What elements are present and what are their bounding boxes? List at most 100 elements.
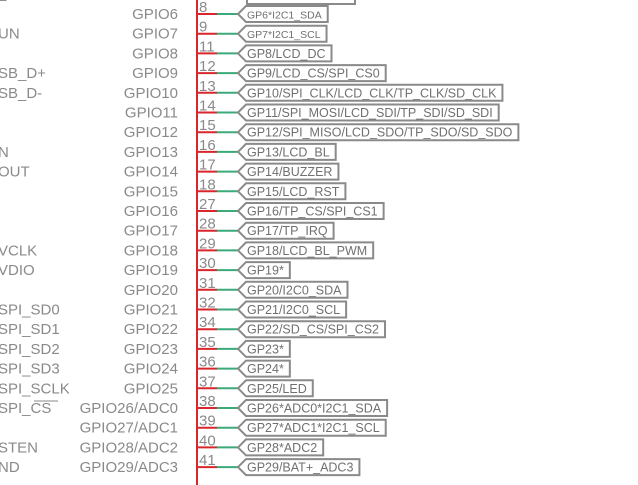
- gpio-pin-name: GPIO10: [124, 85, 178, 102]
- left-signal-label: SB_D+: [0, 65, 46, 82]
- net-label[interactable]: GP17/TP_IRQ: [247, 224, 328, 238]
- pin-number: 12: [199, 58, 216, 75]
- net-label-box: [236, 142, 337, 161]
- left-signal-label: OUT: [0, 164, 30, 181]
- gpio-pin-name: GPIO8: [132, 45, 178, 62]
- left-signal-label: UN: [0, 26, 20, 43]
- net-label[interactable]: GP13/LCD_BL: [247, 145, 330, 159]
- net-label[interactable]: GP20/I2C0_SDA: [247, 283, 342, 297]
- gpio-pin-name: GPIO20: [124, 282, 178, 299]
- net-label[interactable]: GP18/LCD_BL_PWM: [247, 244, 367, 258]
- pin-number: 30: [199, 255, 216, 272]
- pin-number: 13: [199, 78, 216, 95]
- net-label-box: [236, 399, 389, 417]
- pin-number: 18: [199, 176, 216, 193]
- pin-row: GPIO20 31 GP20/I2C0_SDA: [124, 275, 349, 299]
- gpio-pin-name: GPIO9: [132, 65, 178, 82]
- net-label[interactable]: GP15/LCD_RST: [247, 185, 340, 199]
- net-label-box: [236, 44, 333, 63]
- left-signal-label: SPI_SD3: [0, 361, 60, 378]
- gpio-pin-name: GPIO24: [124, 361, 178, 378]
- net-label[interactable]: GP25/LED: [247, 382, 307, 396]
- gpio-pin-name: GPIO25: [124, 380, 178, 397]
- pin-row: GPIO17 28 GP17/TP_IRQ: [124, 216, 335, 240]
- net-label-box: [236, 458, 361, 477]
- net-label-box: [236, 359, 291, 378]
- net-label[interactable]: GP27*ADC1*I2C1_SCL: [247, 421, 380, 435]
- gpio-pin-name: GPIO23: [124, 341, 178, 358]
- pin-number: 39: [199, 413, 216, 430]
- net-label[interactable]: GP26*ADC0*I2C1_SDA: [247, 402, 382, 416]
- pin-number: 8: [199, 0, 207, 16]
- net-label[interactable]: GP24*: [247, 362, 284, 376]
- pin-number: 27: [199, 196, 216, 213]
- net-label[interactable]: GP22/SD_CS/SPI_CS2: [247, 323, 379, 337]
- net-label-box: [236, 320, 387, 339]
- gpio-pin-name: GPIO15: [124, 183, 178, 200]
- pin-number: 9: [199, 19, 207, 36]
- gpio-pin-name: GPIO6: [132, 6, 178, 23]
- net-label-box: [236, 261, 291, 280]
- net-label[interactable]: GP7*I2C1_SCL: [247, 29, 321, 41]
- left-signal-label: SB_D-: [0, 85, 42, 102]
- net-label[interactable]: GP11/SPI_MOSI/LCD_SDI/TP_SDI/SD_SDI: [247, 106, 493, 120]
- left-signal-label: VCLK: [0, 242, 37, 259]
- net-label-box: [236, 300, 348, 319]
- gpio-pin-name: GPIO11: [125, 105, 178, 122]
- net-label[interactable]: GP16/TP_CS/SPI_CS1: [247, 205, 378, 219]
- net-label-box: [236, 280, 349, 299]
- left-signal-label: SPI_CS: [0, 400, 51, 417]
- net-label-box: [236, 379, 314, 398]
- net-label-box: [236, 83, 504, 102]
- net-label[interactable]: GP6*I2C1_SDA: [247, 10, 322, 22]
- pin-number: 35: [199, 334, 216, 351]
- pin-number: 11: [199, 38, 215, 55]
- net-label-box: [236, 64, 387, 83]
- partial-top-net-label: [246, 0, 356, 5]
- partial-left-label: _: [0, 0, 7, 2]
- pin-number: 34: [199, 314, 216, 331]
- pin-number: 31: [199, 275, 216, 292]
- net-label[interactable]: GP14/BUZZER: [247, 165, 332, 179]
- gpio-pin-name: GPIO26/ADC0: [80, 400, 178, 417]
- gpio-pin-name: GPIO13: [124, 144, 178, 161]
- gpio-pin-name: GPIO17: [124, 223, 178, 240]
- gpio-pin-name: GPIO29/ADC3: [80, 459, 178, 476]
- net-label[interactable]: GP19*: [247, 264, 284, 278]
- gpio-pin-name: GPIO22: [124, 321, 178, 338]
- pin-number: 28: [199, 216, 216, 233]
- pin-number: 40: [199, 432, 216, 449]
- net-label[interactable]: GP8/LCD_DC: [247, 47, 326, 61]
- gpio-pin-name: GPIO21: [124, 302, 178, 319]
- gpio-pin-name: GPIO7: [132, 26, 178, 43]
- net-label[interactable]: GP29/BAT+_ADC3: [247, 461, 353, 475]
- left-signal-label: SPI_SCLK: [0, 380, 70, 397]
- gpio-pin-name: GPIO27/ADC1: [80, 420, 178, 437]
- net-label[interactable]: GP21/I2C0_SCL: [247, 303, 340, 317]
- pin-number: 36: [199, 354, 216, 371]
- net-label[interactable]: GP9/LCD_CS/SPI_CS0: [247, 67, 380, 81]
- left-signal-label: ND: [0, 459, 20, 476]
- net-label[interactable]: GP12/SPI_MISO/LCD_SDO/TP_SDO/SD_SDO: [247, 126, 513, 140]
- net-label[interactable]: GP23*: [247, 342, 284, 356]
- gpio-pin-name: GPIO19: [124, 262, 178, 279]
- net-label[interactable]: GP10/SPI_CLK/LCD_CLK/TP_CLK/SD_CLK: [247, 86, 497, 100]
- left-signal-label: VDIO: [0, 262, 35, 279]
- net-label[interactable]: GP28*ADC2: [247, 441, 317, 455]
- left-signal-label: SPI_SD0: [0, 302, 60, 319]
- pin-row: GPIO27/ADC1 39 GP27*ADC1*I2C1_SCL: [80, 413, 387, 437]
